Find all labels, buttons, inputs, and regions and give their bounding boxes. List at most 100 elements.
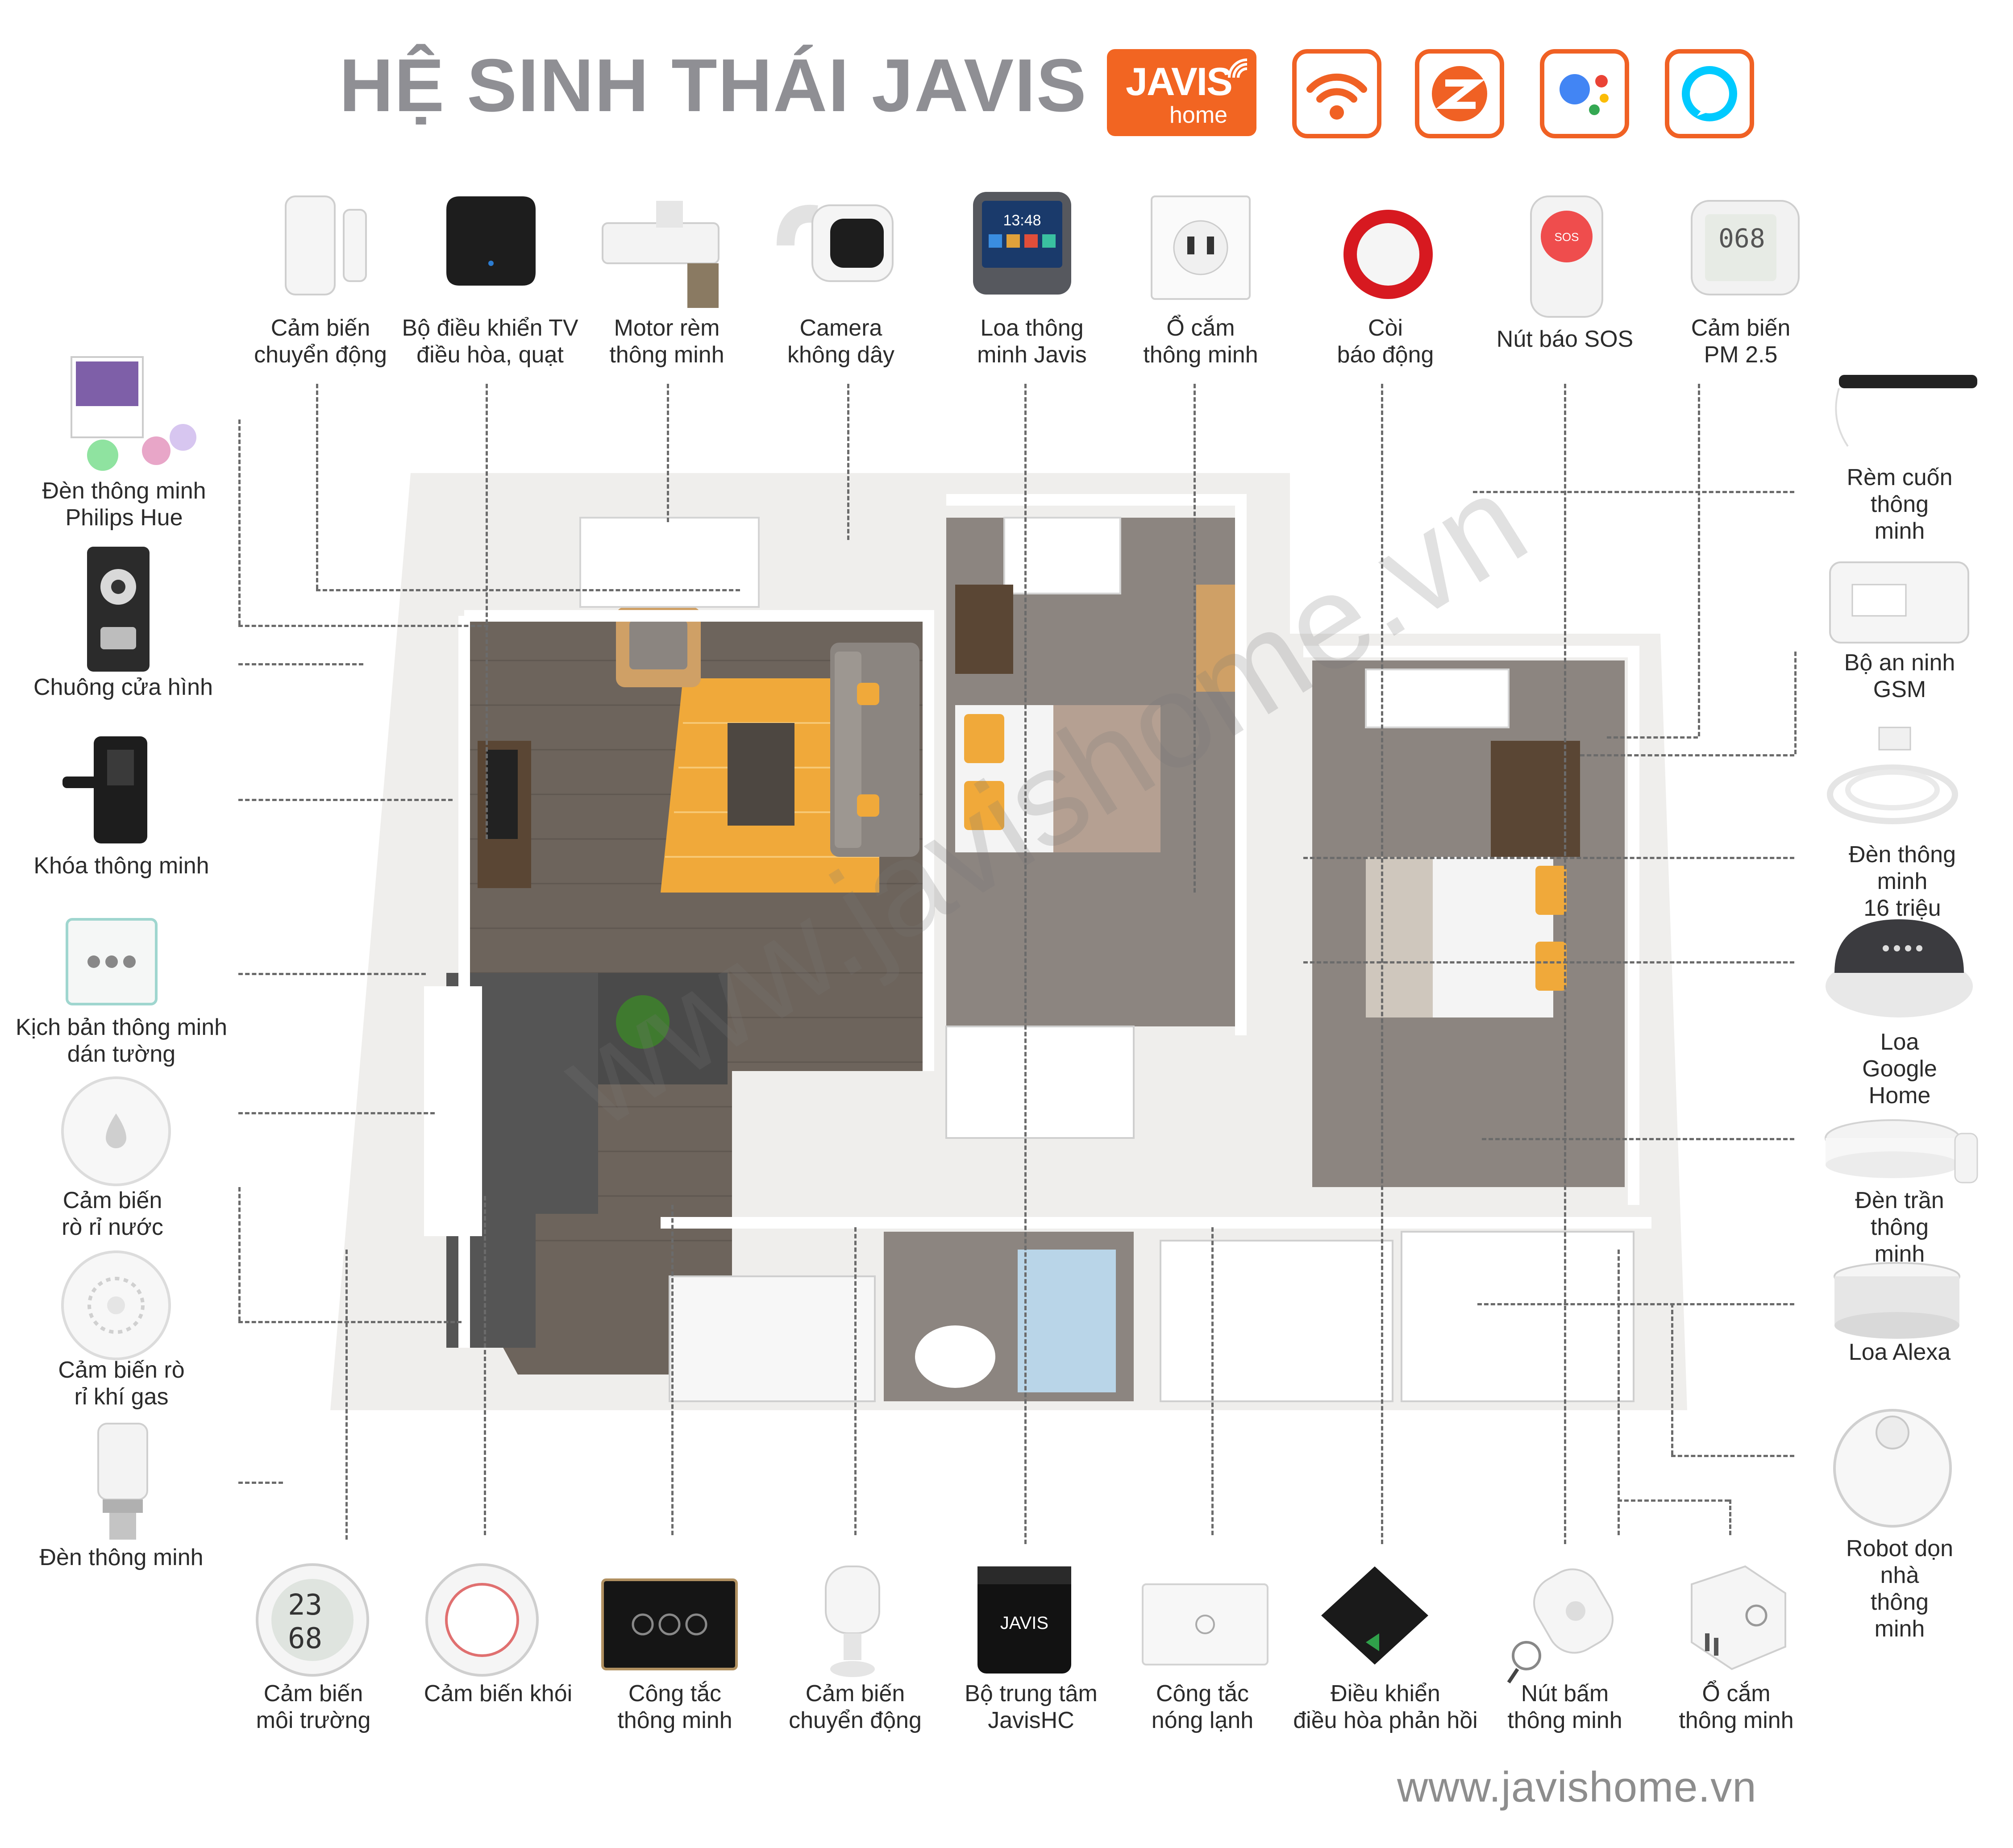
touch-switch-icon	[598, 1575, 745, 1680]
connector-line	[1618, 1499, 1729, 1502]
sink	[915, 1325, 995, 1388]
desk-bedroom-1	[955, 585, 1013, 674]
ac-controller-icon	[1317, 1562, 1433, 1671]
smoke-sensor-icon	[424, 1562, 540, 1680]
right-device-label: Loa Google Home	[1862, 1029, 1937, 1109]
top-device-label: Ổ cắm thông minh	[1143, 315, 1258, 368]
website-url[interactable]: www.javishome.vn	[1397, 1763, 1757, 1811]
page-title: HỆ SINH THÁI JAVIS	[339, 43, 1087, 127]
bottom-device-label: Ổ cắm thông minh	[1679, 1681, 1794, 1733]
connector-line	[1618, 1250, 1620, 1535]
left-device-label: Cảm biến rò rỉ nước	[62, 1188, 163, 1240]
connector-line	[238, 625, 488, 627]
connector-line	[671, 1205, 674, 1535]
top-device-label: Cảm biến PM 2.5	[1691, 315, 1791, 368]
connector-line	[238, 663, 363, 665]
top-device-label: Còi báo động	[1337, 315, 1434, 368]
bottom-device-label: Công tắc thông minh	[617, 1681, 732, 1733]
laundry-room	[669, 1275, 876, 1402]
connector-line	[238, 1321, 462, 1323]
right-device-label: Bộ an ninh GSM	[1844, 650, 1955, 702]
closet-bedroom-1	[945, 1026, 1135, 1139]
bottom-device-label: Cảm biến môi trường	[256, 1681, 371, 1733]
right-device-label: Robot dọn nhà thông minh	[1846, 1536, 1953, 1642]
motion-sensor-icon	[817, 1562, 888, 1685]
bottom-device-label: Cảm biến chuyển động	[789, 1681, 922, 1733]
wardrobe	[1401, 1231, 1635, 1402]
apartment-floor-plan	[330, 473, 1687, 1410]
connector-line	[847, 384, 849, 540]
ceiling-light-icon	[1821, 1107, 1982, 1198]
svg-text:JAVIS: JAVIS	[1000, 1613, 1048, 1633]
left-device-label: Đèn thông minh Philips Hue	[42, 478, 206, 531]
connector-line	[238, 973, 426, 975]
walk-in-closet	[1160, 1240, 1393, 1402]
left-device-label: Đèn thông minh	[39, 1545, 204, 1570]
siren-icon	[1335, 205, 1442, 306]
connector-line	[1477, 1303, 1794, 1305]
connector-line	[1729, 1499, 1731, 1535]
connector-line	[854, 1227, 857, 1535]
window-bedroom-1	[1003, 517, 1121, 594]
video-doorbell-icon	[83, 542, 154, 678]
top-device-label: Motor rèm thông minh	[609, 315, 724, 368]
connector-line	[1671, 1455, 1794, 1457]
left-device-label: Kịch bản thông minh dán tường	[15, 1014, 228, 1067]
connector-line	[345, 1250, 348, 1540]
pm25-sensor-icon: 068	[1687, 196, 1803, 301]
temp-humidity-icon: 23 68	[254, 1562, 370, 1680]
top-device-label: Nút báo SOS	[1496, 326, 1634, 352]
bottom-device-label: Điều khiển điều hòa phản hồi	[1293, 1681, 1478, 1733]
desk-bedroom-2	[1491, 741, 1580, 857]
plug-icon	[1678, 1557, 1794, 1680]
smart-bulb-icon	[89, 1419, 156, 1546]
bottom-device-label: Bộ trung tâm JavisHC	[965, 1681, 1098, 1733]
connector-line	[1194, 384, 1196, 893]
svg-text:SOS: SOS	[1555, 230, 1579, 244]
ir-remote-icon	[437, 192, 545, 292]
javis-logo-main: JAVIS	[1126, 59, 1233, 104]
connector-line	[1303, 857, 1794, 859]
connector-line	[238, 1112, 435, 1114]
left-device-label: Cảm biến rò rỉ khí gas	[58, 1357, 185, 1410]
window-bedroom-2	[1365, 669, 1510, 728]
led-strip-icon	[1826, 723, 1968, 837]
pm25-readout: 068	[1718, 223, 1765, 253]
google-assistant-icon	[1540, 49, 1629, 138]
alexa-icon	[1665, 49, 1754, 138]
right-device-label: Rèm cuốn thông minh	[1847, 465, 1953, 544]
temperature-readout: 23	[288, 1589, 323, 1622]
left-device-label: Khóa thông minh	[33, 853, 209, 879]
top-device-label: Loa thông minh Javis	[977, 315, 1087, 368]
sos-button-icon: SOS	[1526, 192, 1607, 324]
smart-display-icon: 13:48	[964, 187, 1080, 306]
right-device-label: Loa Alexa	[1848, 1339, 1951, 1365]
javis-logo-sub: home	[1169, 102, 1228, 128]
alexa-speaker-icon	[1830, 1258, 1964, 1350]
top-device-label: Camera không dây	[787, 315, 894, 368]
smart-lock-icon	[58, 732, 179, 850]
gas-sensor-icon	[58, 1250, 174, 1363]
connector-line	[1607, 736, 1698, 739]
right-device-label: Đèn trần thông minh	[1855, 1188, 1944, 1267]
connector-line	[238, 419, 241, 625]
nightstand-bedroom-1	[1196, 585, 1236, 692]
top-device-label: Bộ điều khiển TV điều hòa, quạt	[402, 315, 578, 368]
connector-line	[1303, 961, 1794, 963]
camera-icon	[777, 196, 897, 297]
connector-line	[316, 384, 318, 589]
curtain-motor-icon	[598, 187, 728, 315]
javis-home-logo: JAVIS home	[1107, 49, 1256, 136]
humidity-readout: 68	[288, 1622, 323, 1655]
connector-line	[1482, 1138, 1794, 1140]
connector-line	[238, 799, 453, 801]
connector-line	[484, 1196, 486, 1535]
connector-line	[316, 589, 740, 591]
connector-line	[1580, 754, 1794, 756]
water-leak-sensor-icon	[56, 1076, 176, 1189]
connector-line	[1381, 384, 1383, 1544]
bathtub	[1018, 1250, 1116, 1392]
hub-icon: JAVIS	[969, 1562, 1080, 1680]
zigbee-icon	[1415, 49, 1504, 138]
door-sensor-icon	[277, 192, 375, 301]
